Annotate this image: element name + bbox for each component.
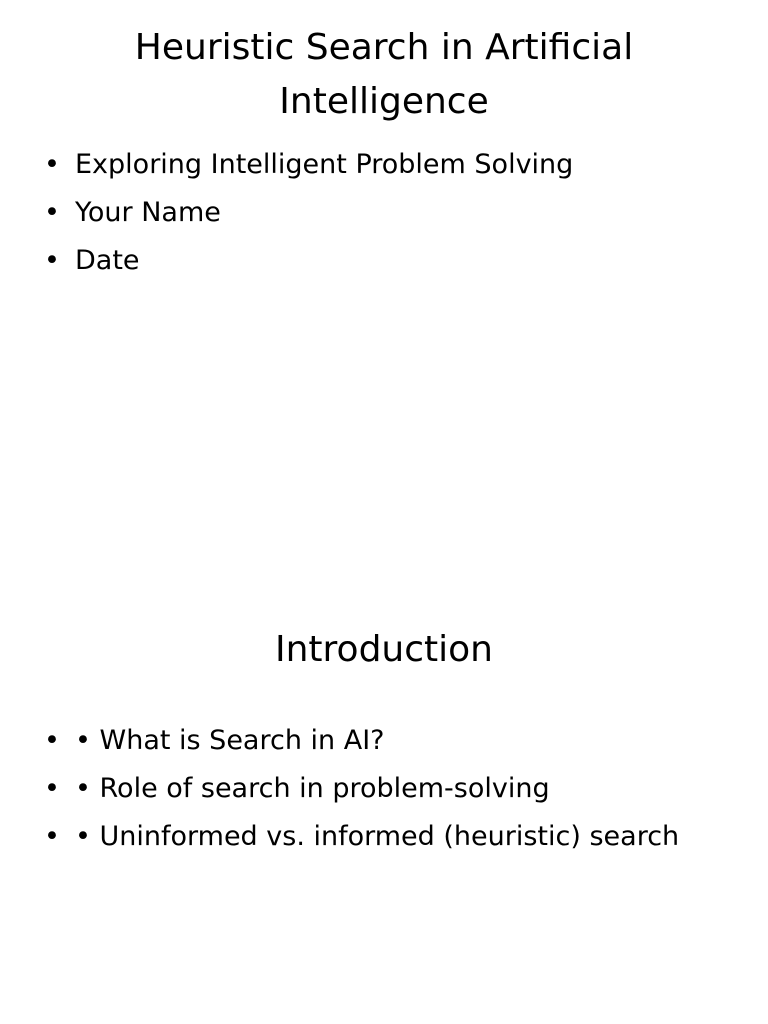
list-item: • Date [44,237,744,285]
bullet-text: • What is Search in AI? [75,725,385,756]
bullet-icon: • [44,197,60,228]
bullet-text: Your Name [75,197,221,228]
list-item: • • Role of search in problem-solving [44,765,744,813]
slide-title-heading: Heuristic Search in Artificial Intellige… [134,27,634,122]
bullet-list: • Exploring Intelligent Problem Solving … [44,141,744,285]
bullet-text: • Uninformed vs. informed (heuristic) se… [75,821,680,852]
bullet-text: • Role of search in problem-solving [75,773,550,804]
list-item: • Exploring Intelligent Problem Solving [44,141,744,189]
bullet-list: • • What is Search in AI? • • Role of se… [44,717,744,861]
bullet-icon: • [44,821,60,852]
slide-title: Heuristic Search in Artificial Intellige… [44,27,744,285]
list-item: • • Uninformed vs. informed (heuristic) … [44,813,744,861]
list-item: • Your Name [44,189,744,237]
bullet-icon: • [44,149,60,180]
slide-introduction: Introduction • • What is Search in AI? •… [0,600,768,1024]
bullet-text: Exploring Intelligent Problem Solving [75,149,574,180]
bullet-icon: • [44,245,60,276]
bullet-icon: • [44,725,60,756]
bullet-icon: • [44,773,60,804]
bullet-text: Date [75,245,140,276]
slide-title-heading: Introduction [274,629,493,670]
list-item: • • What is Search in AI? [44,717,744,765]
